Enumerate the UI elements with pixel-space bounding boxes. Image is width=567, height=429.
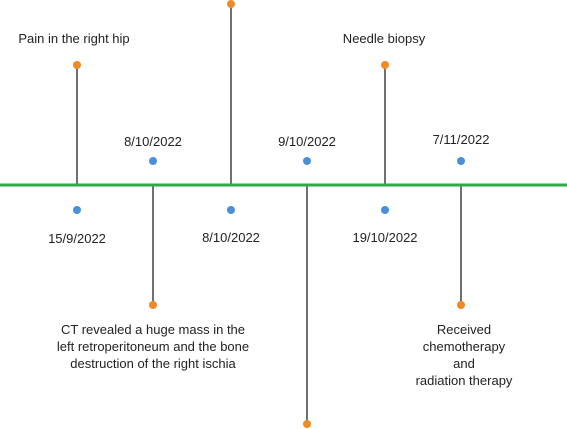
event-marker-3 <box>227 0 235 8</box>
event-marker-pain <box>73 61 81 69</box>
event-marker-ct <box>149 301 157 309</box>
date-label-5: 19/10/2022 <box>352 230 418 245</box>
event-label-chemo-line-1: Received chemotherapy and <box>422 322 506 371</box>
event-label-ct: CT revealed a huge mass in the left retr… <box>57 321 249 372</box>
date-marker-5 <box>381 206 389 214</box>
date-label-3: 8/10/2022 <box>202 230 260 245</box>
event-label-chemo: Received chemotherapy and radiation ther… <box>413 321 516 389</box>
event-label-pain: Pain in the right hip <box>18 31 130 46</box>
event-label-ct-line-2: left retroperitoneum and the bone <box>56 339 250 354</box>
event-marker-biopsy <box>381 61 389 69</box>
event-marker-4 <box>303 420 311 428</box>
date-label-1: 15/9/2022 <box>48 231 106 246</box>
date-marker-6 <box>457 157 465 165</box>
date-marker-1 <box>73 206 81 214</box>
date-marker-2 <box>149 157 157 165</box>
event-label-biopsy: Needle biopsy <box>342 31 426 46</box>
event-label-ct-line-3: destruction of the right ischia <box>70 356 236 371</box>
date-label-4: 9/10/2022 <box>278 134 336 149</box>
event-label-chemo-line-2: radiation therapy <box>415 373 513 388</box>
event-marker-chemo <box>457 301 465 309</box>
date-label-6: 7/11/2022 <box>432 132 490 147</box>
event-label-ct-line-1: CT revealed a huge mass in the <box>60 322 246 337</box>
date-marker-4 <box>303 157 311 165</box>
date-marker-3 <box>227 206 235 214</box>
date-label-2: 8/10/2022 <box>124 134 182 149</box>
